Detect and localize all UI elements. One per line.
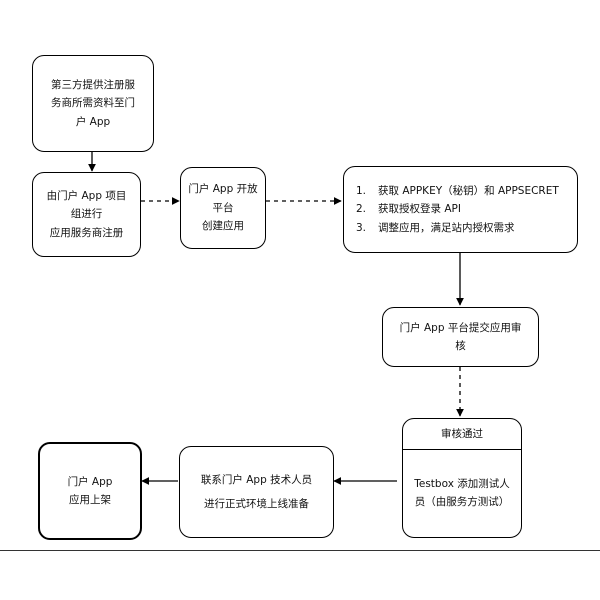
node-register: 由门户 App 项目 组进行 应用服务商注册 <box>32 172 141 257</box>
node-text: 核 <box>455 340 466 352</box>
steps-item: 1. 获取 APPKEY（秘钥）和 APPSECRET <box>356 182 559 200</box>
node-text: Testbox 添加测试人 <box>414 477 510 490</box>
review-passed-body: Testbox 添加测试人 员（由服务方测试） <box>403 449 521 537</box>
steps-item-text: 获取 APPKEY（秘钥）和 APPSECRET <box>378 184 559 197</box>
steps-item: 2. 获取授权登录 API <box>356 200 461 218</box>
node-text: 审核通过 <box>441 427 483 440</box>
steps-item-text: 调整应用，满足站内授权需求 <box>378 221 515 234</box>
steps-item-text: 获取授权登录 API <box>378 203 461 216</box>
node-submit-review: 门户 App 平台提交应用审 核 <box>382 307 539 367</box>
node-create-app: 门户 App 开放 平台 创建应用 <box>180 167 266 249</box>
node-third-party: 第三方提供注册服 务商所需资料至门 户 App <box>32 55 154 152</box>
node-launch: 门户 App 应用上架 <box>38 442 142 540</box>
node-text: 门户 App 平台提交应用审 <box>399 321 522 334</box>
node-text: 务商所需资料至门 <box>51 97 135 110</box>
node-review-passed: 审核通过 Testbox 添加测试人 员（由服务方测试） <box>402 418 522 538</box>
node-text: 员（由服务方测试） <box>414 496 510 508</box>
steps-item-number: 2. <box>356 203 367 216</box>
node-text: 第三方提供注册服 <box>51 78 135 91</box>
node-text: 由门户 App 项目 <box>46 189 127 202</box>
node-text: 进行正式环境上线准备 <box>204 498 309 510</box>
steps-item: 3. 调整应用，满足站内授权需求 <box>356 219 515 237</box>
review-passed-divider <box>403 449 521 450</box>
node-text: 应用服务商注册 <box>49 226 124 239</box>
node-text: 应用上架 <box>69 494 111 506</box>
node-text: 创建应用 <box>202 220 244 233</box>
steps-item-number: 1. <box>356 184 367 197</box>
node-steps: 1. 获取 APPKEY（秘钥）和 APPSECRET 2. 获取授权登录 AP… <box>343 166 578 253</box>
node-text: 组进行 <box>70 208 103 221</box>
node-text: 户 App <box>75 115 111 128</box>
node-contact-tech: 联系门户 App 技术人员 进行正式环境上线准备 <box>179 446 334 538</box>
node-text: 门户 App <box>67 475 113 488</box>
node-text: 门户 App 开放 <box>188 183 258 196</box>
bottom-rule <box>0 550 600 551</box>
node-text: 联系门户 App 技术人员 <box>200 473 313 486</box>
node-text: 平台 <box>212 201 234 214</box>
steps-item-number: 3. <box>356 221 367 234</box>
review-passed-header: 审核通过 <box>403 419 521 449</box>
